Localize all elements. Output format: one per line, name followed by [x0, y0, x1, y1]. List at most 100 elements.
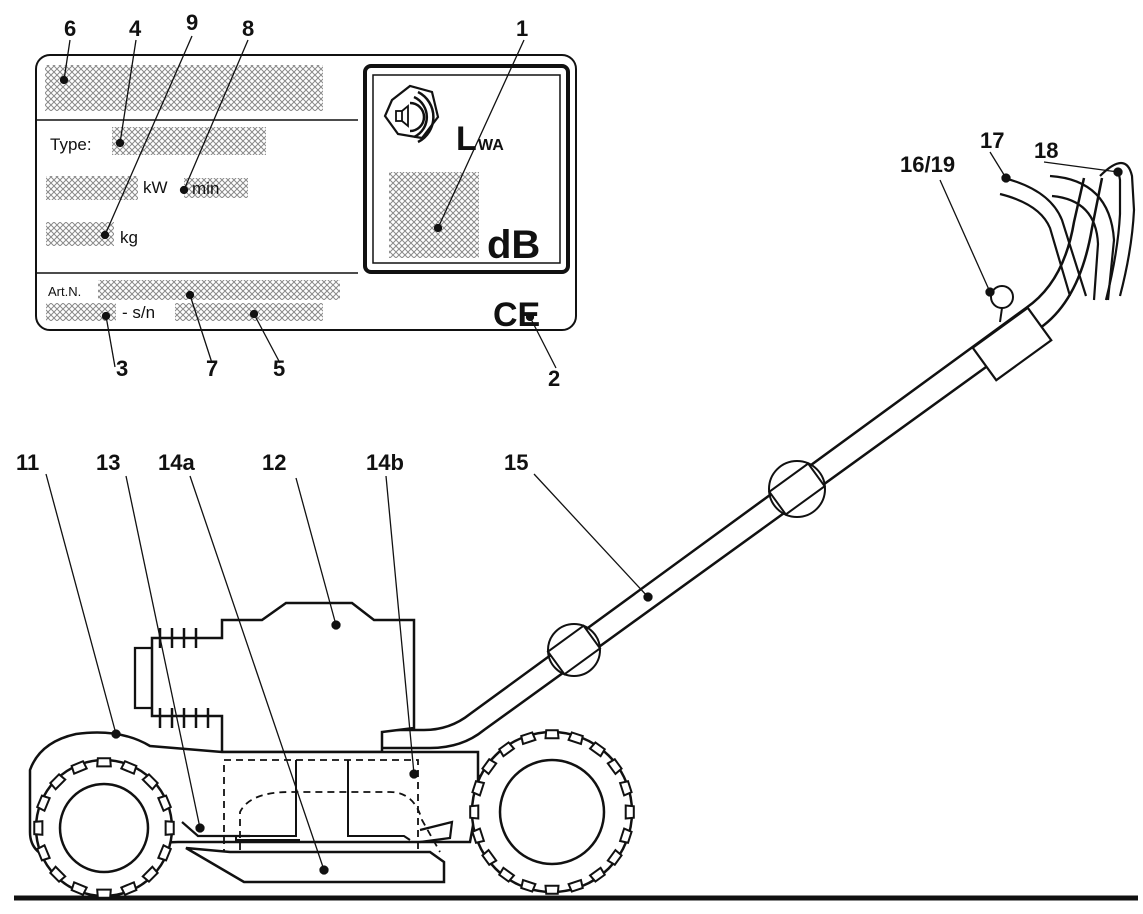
kg-label: kg: [120, 228, 138, 247]
callout-12: 12: [262, 450, 286, 475]
tread-lug: [481, 757, 498, 776]
min-label: min: [192, 179, 219, 198]
callout-16-19: 16/19: [900, 152, 955, 177]
deflector-13: [181, 821, 250, 838]
lever-17-inner: [999, 192, 1072, 297]
callout-13: 13: [96, 450, 120, 475]
tread-lug: [469, 804, 480, 820]
mower-callout-leaders: [45, 151, 1123, 875]
tread-lug: [156, 843, 173, 862]
tread-lug: [497, 741, 516, 758]
tread-lug: [481, 848, 498, 867]
callout-2: 2: [548, 366, 560, 391]
plate-callout-leaders: [59, 35, 557, 369]
handle-bar-upper-edge: [380, 177, 1086, 732]
callout-15: 15: [504, 450, 528, 475]
starter-grip: [990, 285, 1014, 309]
tread-lug: [520, 731, 537, 746]
lwa-subscript: WA: [478, 137, 504, 154]
tread-lug: [35, 794, 52, 813]
tread-lug: [567, 731, 584, 746]
brake-lever-outer: [1099, 161, 1136, 297]
handle-clamp-upper: [767, 462, 827, 516]
plate-outline: [35, 54, 577, 331]
grass-bag: [185, 846, 446, 884]
field-article-number: [98, 280, 340, 300]
noise-level-box-outer: [363, 64, 570, 274]
field-year: [46, 303, 116, 321]
engine: [150, 601, 416, 754]
callout-5: 5: [273, 356, 285, 381]
tread-lug: [70, 759, 89, 776]
tread-lug: [618, 827, 633, 844]
tread-lug: [567, 878, 584, 893]
rating-plate: Type: kW min kg Art.N. - s/n L WA dB CE: [35, 54, 577, 334]
field-noise-value: [389, 172, 479, 258]
blade-path-outline: [239, 791, 441, 853]
tread-lug: [544, 729, 560, 740]
lever-17-outer: [1003, 176, 1088, 297]
tread-lug: [33, 820, 44, 836]
tread-lug: [164, 820, 175, 836]
tread-lug: [588, 866, 607, 883]
tread-lug: [119, 759, 138, 776]
db-label: dB: [487, 223, 540, 267]
handle-clamp-lower: [546, 624, 602, 676]
callout-7: 7: [206, 356, 218, 381]
sound-power-icon: [383, 84, 440, 144]
tread-lug: [471, 827, 486, 844]
handle-loop-outer: [1049, 174, 1116, 301]
tread-lug: [618, 780, 633, 797]
handle-loop-inner: [1051, 194, 1100, 301]
handle-bracket: [971, 306, 1053, 382]
tread-lug: [471, 780, 486, 797]
callout-4: 4: [129, 16, 142, 41]
field-type: [112, 127, 266, 155]
callout-6: 6: [64, 16, 76, 41]
tread-lug: [624, 804, 635, 820]
tread-lug: [520, 878, 537, 893]
callout-14a: 14a: [158, 450, 195, 475]
tread-lug: [70, 880, 89, 897]
noise-level-box-inner: [372, 74, 561, 264]
field-manufacturer: [45, 65, 323, 111]
tread-lug: [141, 865, 160, 884]
rear-wheel: [469, 729, 635, 895]
tread-lug: [156, 794, 173, 813]
callout-9: 9: [186, 10, 198, 35]
tread-lug: [119, 880, 138, 897]
type-label: Type:: [50, 135, 92, 154]
front-wheel: [33, 757, 175, 899]
field-serial-number: [175, 303, 323, 321]
callout-1: 1: [516, 16, 528, 41]
lwa-symbol: L: [456, 120, 477, 158]
tread-lug: [141, 772, 160, 791]
callout-18: 18: [1034, 138, 1058, 163]
tread-lug: [48, 772, 67, 791]
kw-label: kW: [143, 178, 168, 197]
tread-lug: [588, 741, 607, 758]
tread-lug: [35, 843, 52, 862]
callout-numbers: 1 2 3 4 5 6 7 8 9 11 12 13 14a 14b 15 16…: [16, 10, 1058, 475]
tread-lug: [544, 884, 560, 895]
tread-lug: [606, 848, 623, 867]
callout-17: 17: [980, 128, 1004, 153]
callout-3: 3: [116, 356, 128, 381]
sn-label: - s/n: [122, 303, 155, 322]
handle-knob-lower: [547, 623, 601, 677]
tread-lug: [96, 888, 112, 899]
field-power: [46, 176, 138, 200]
tread-lug: [96, 757, 112, 768]
callout-8: 8: [242, 16, 254, 41]
tread-lug: [497, 866, 516, 883]
field-speed: [184, 178, 248, 198]
art-label: Art.N.: [48, 284, 81, 299]
callout-14b: 14b: [366, 450, 404, 475]
tread-lug: [606, 757, 623, 776]
lawn-mower-drawing: [14, 161, 1138, 901]
handle-knob-upper: [768, 460, 826, 518]
callout-11: 11: [16, 450, 39, 475]
tread-lug: [48, 865, 67, 884]
